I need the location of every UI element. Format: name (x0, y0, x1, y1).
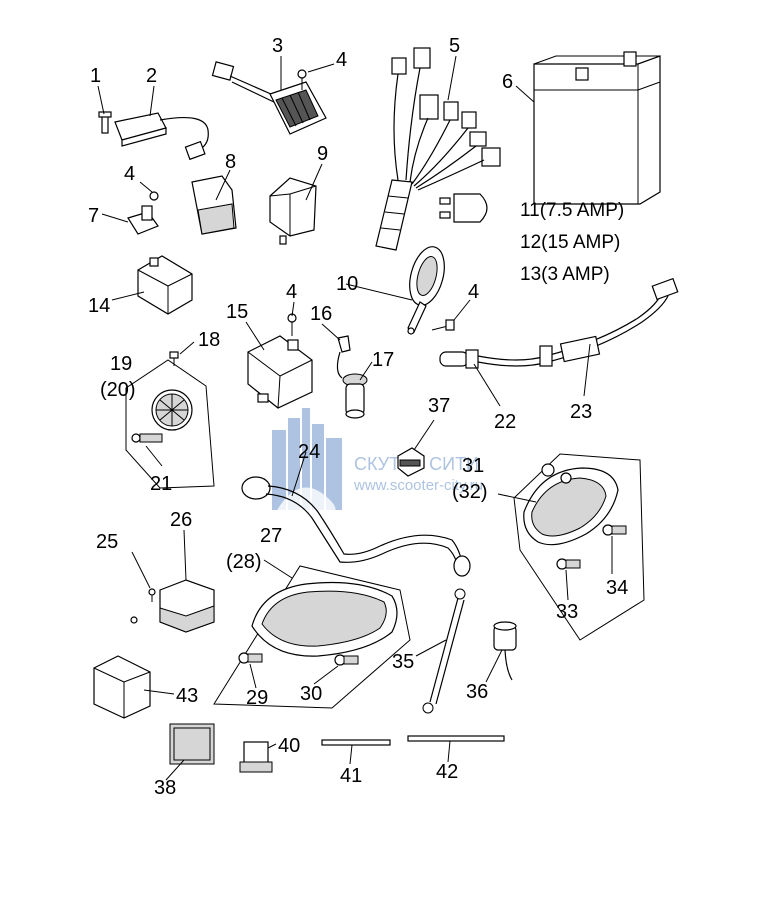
part-17-bulb-socket (342, 373, 368, 419)
part-4-bolt-right (431, 319, 455, 331)
callout-35: 35 (392, 651, 414, 673)
part-24-wire (241, 476, 471, 577)
part-1-screw (98, 111, 112, 134)
callout-19: 19 (110, 353, 132, 375)
callout-23: 23 (570, 401, 592, 423)
part-30-bulb (334, 654, 359, 666)
callout-25: 25 (96, 531, 118, 553)
callout-42: 42 (436, 761, 458, 783)
part-3-regulator (211, 61, 327, 135)
part-38-pad (169, 723, 215, 765)
callout-7: 7 (88, 205, 99, 227)
callout-30: 30 (300, 683, 322, 705)
callout-18: 18 (198, 329, 220, 351)
part-15-cdi (247, 335, 313, 409)
callout-26: 26 (170, 509, 192, 531)
part-43-relay (93, 655, 151, 719)
callout-4: 4 (336, 49, 347, 71)
callout-24: 24 (298, 441, 320, 463)
part-37-connector (397, 447, 425, 477)
part-35-spring (422, 588, 466, 714)
callout-15: 15 (226, 301, 248, 323)
callout-14: 14 (88, 295, 110, 317)
callout-43: 43 (176, 685, 198, 707)
part-21-screw (131, 433, 163, 443)
callout-2: 2 (146, 65, 157, 87)
callout-28: (28) (226, 551, 262, 573)
part-6-battery (533, 51, 661, 205)
part-36-socket (493, 621, 517, 681)
part-19-lamp-assembly (125, 359, 215, 489)
watermark: СКУТЕР СИТИ www.scooter-city.ru (272, 408, 483, 522)
callout-34: 34 (606, 577, 628, 599)
callout-3: 3 (272, 35, 283, 57)
callout-17: 17 (372, 349, 394, 371)
callout-33: 33 (556, 601, 578, 623)
part-4-bolt-mid (287, 313, 297, 336)
callout-27: 27 (260, 525, 282, 547)
part-11-fuse (439, 193, 488, 223)
callout-4: 4 (124, 163, 135, 185)
part-31-tail-lamp (513, 453, 645, 641)
callout-4: 4 (286, 281, 297, 303)
callout-9: 9 (317, 143, 328, 165)
part-10-horn (407, 246, 445, 335)
part-42-strip (407, 735, 505, 742)
callout-11: 11(7.5 AMP) (520, 200, 624, 221)
part-22-23-cable (439, 277, 679, 369)
part-14-relay (137, 255, 193, 315)
callout-38: 38 (154, 777, 176, 799)
callout-32: (32) (452, 481, 488, 503)
callout-5: 5 (449, 35, 460, 57)
callout-41: 41 (340, 765, 362, 787)
callout-6: 6 (502, 71, 513, 93)
part-8-cover (191, 175, 237, 235)
part-29-bulb (238, 652, 263, 664)
callout-4: 4 (468, 281, 479, 303)
callout-16: 16 (310, 303, 332, 325)
leader-lines (97, 55, 613, 781)
part-41-strip (321, 739, 391, 746)
callout-21: 21 (150, 473, 172, 495)
part-34-bulb (602, 524, 627, 536)
part-26-switch (159, 579, 215, 633)
watermark-city-logo (272, 408, 342, 522)
callout-1: 1 (90, 65, 101, 87)
part-7-bracket (127, 191, 159, 235)
callout-13: 13(3 AMP) (520, 264, 610, 285)
part-25-screw (130, 588, 156, 624)
part-27-headlight (213, 565, 411, 709)
callout-20: (20) (100, 379, 136, 401)
callout-10: 10 (336, 273, 358, 295)
part-16-bracket (336, 335, 351, 379)
callout-36: 36 (466, 681, 488, 703)
callout-40: 40 (278, 735, 300, 757)
callout-22: 22 (494, 411, 516, 433)
callout-37: 37 (428, 395, 450, 417)
watermark-url: www.scooter-city.ru (353, 477, 483, 494)
callout-31: 31 (462, 455, 484, 477)
callout-8: 8 (225, 151, 236, 173)
part-9-relay (269, 177, 317, 245)
callout-12: 12(15 AMP) (520, 232, 620, 253)
callout-labels: 1 2 3 4 5 6 4 7 8 9 11(7.5 AMP) 12(15 AM… (88, 35, 628, 799)
part-33-bulb (556, 558, 581, 570)
part-2-sensor (114, 112, 209, 161)
callout-29: 29 (246, 687, 268, 709)
part-5-wiring-harness (375, 47, 501, 251)
part-40-cap (239, 741, 273, 773)
